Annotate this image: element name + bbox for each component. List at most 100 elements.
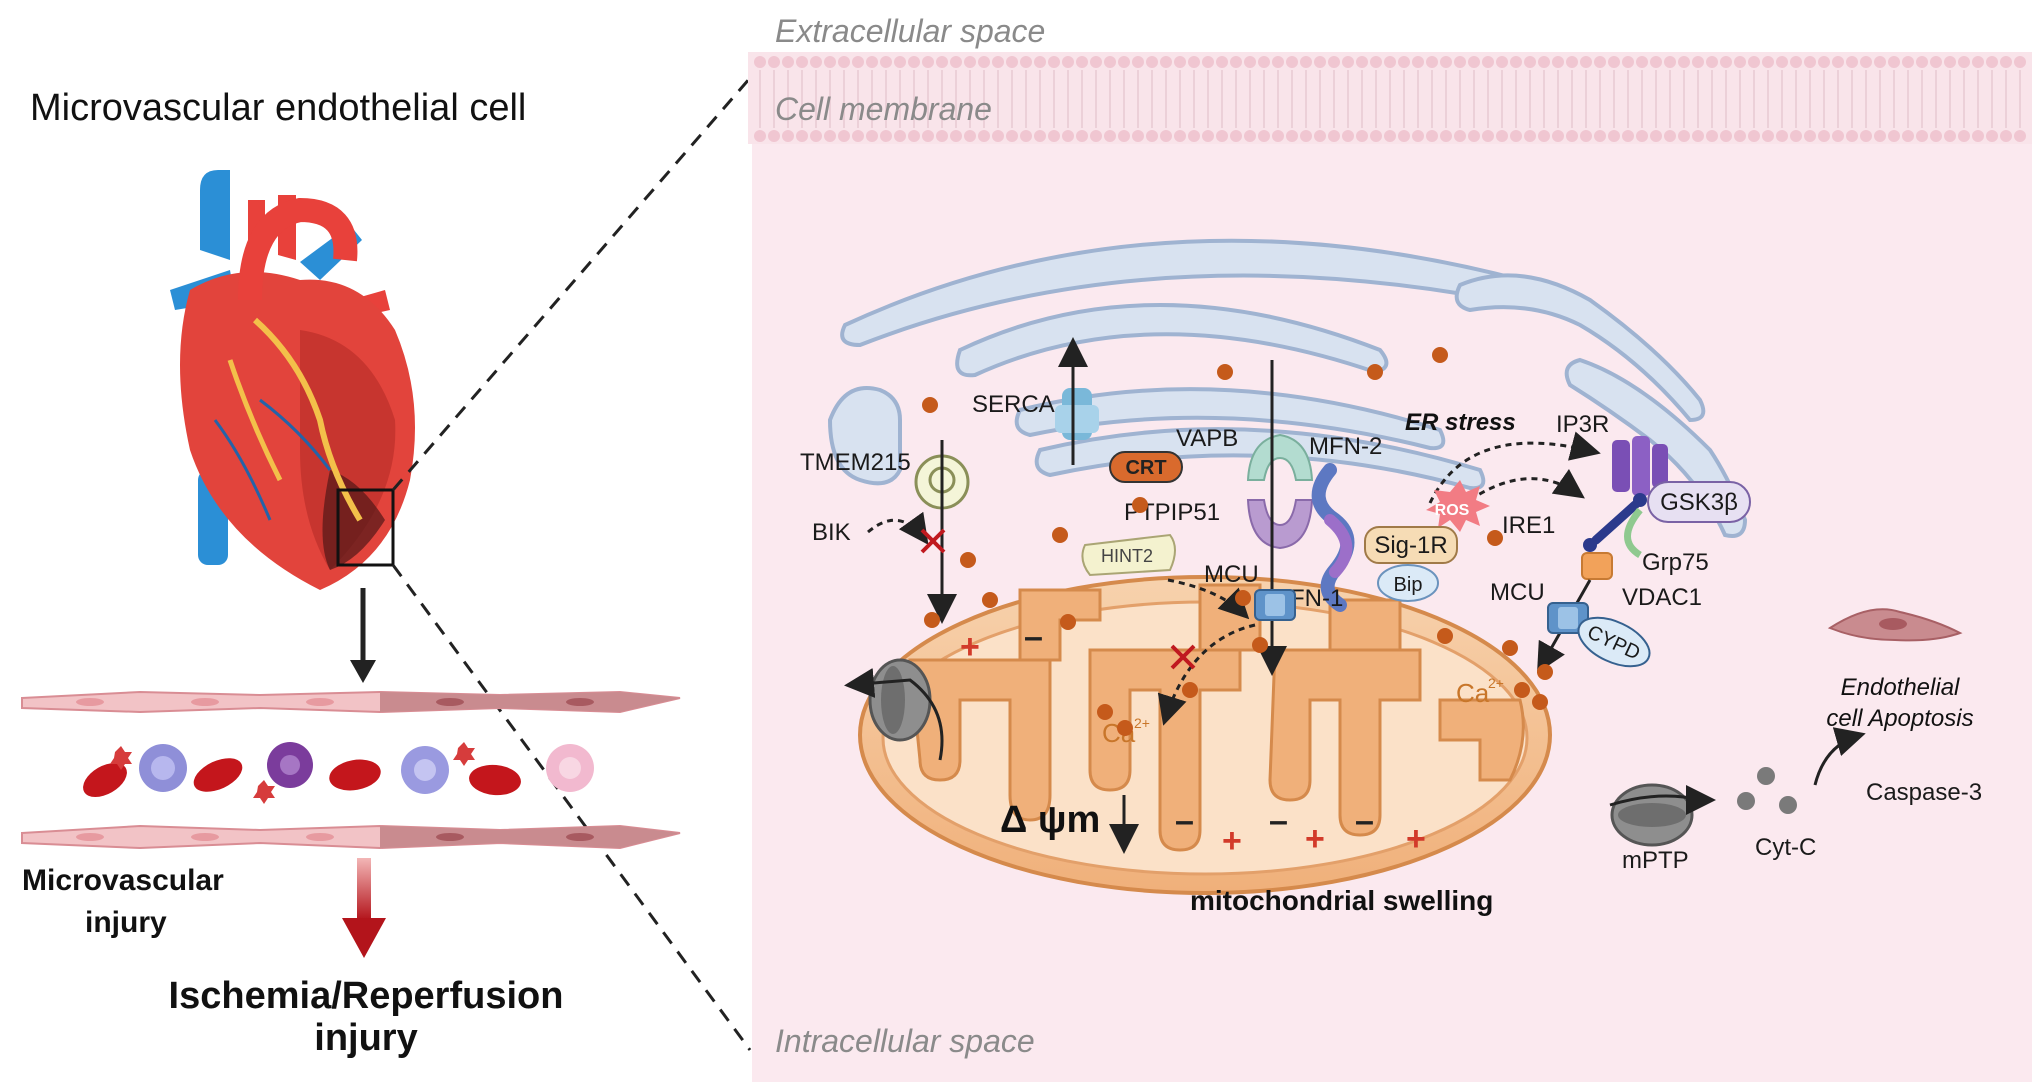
lipid-head (1174, 130, 1186, 142)
lipid-head (1006, 130, 1018, 142)
calcium-dot (1217, 364, 1233, 380)
calcium-dot (1060, 614, 1076, 630)
lipid-head (1972, 56, 1984, 68)
lipid-head (1314, 56, 1326, 68)
lipid-head (1916, 56, 1928, 68)
minus-sign: – (1355, 802, 1374, 840)
ip3r-label: IP3R (1556, 411, 1609, 438)
lipid-head (1860, 56, 1872, 68)
calcium-dot (1432, 347, 1448, 363)
lipid-head (1104, 56, 1116, 68)
lipid-head (1356, 56, 1368, 68)
cytc-molecules (1737, 767, 1797, 814)
ros-burst (1426, 480, 1490, 532)
red-arrow-shaft (357, 858, 371, 920)
lipid-head (1958, 56, 1970, 68)
lipid-head (866, 130, 878, 142)
lipid-head (1356, 130, 1368, 142)
lipid-head (908, 130, 920, 142)
bip-label: Bip (1394, 574, 1423, 596)
lipid-head (1650, 130, 1662, 142)
er-stress-label: ER stress (1405, 409, 1516, 436)
lipid-head (1370, 130, 1382, 142)
lipid-head (852, 56, 864, 68)
lipid-head (768, 56, 780, 68)
lipid-head (768, 130, 780, 142)
lipid-head (1510, 130, 1522, 142)
calcium-dot (1117, 720, 1133, 736)
lipid-head (1566, 56, 1578, 68)
lipid-head (2014, 56, 2026, 68)
lipid-head (1314, 130, 1326, 142)
lipid-head (1048, 56, 1060, 68)
lipid-head (1566, 130, 1578, 142)
minus-sign: – (1024, 618, 1043, 656)
lipid-head (1776, 130, 1788, 142)
lipid-head (1916, 130, 1928, 142)
lipid-head (1944, 56, 1956, 68)
lipid-head (1020, 130, 1032, 142)
lipid-head (1160, 56, 1172, 68)
hint2-label: HINT2 (1101, 546, 1153, 566)
lipid-head (1594, 56, 1606, 68)
lipid-head (1790, 56, 1802, 68)
lipid-head (1202, 130, 1214, 142)
ir-injury-line1: Ischemia/Reperfusion (169, 975, 564, 1017)
endothelial-cell-icon (1827, 608, 1963, 642)
lipid-head (1216, 130, 1228, 142)
lipid-head (1412, 56, 1424, 68)
lipid-head (1244, 56, 1256, 68)
lipid-head (1720, 130, 1732, 142)
lipid-head (1034, 56, 1046, 68)
zoom-line-bottom (391, 564, 752, 1051)
lipid-head (754, 130, 766, 142)
serca-pump (1055, 388, 1099, 440)
lipid-head (1804, 56, 1816, 68)
delta-psi-label: Δ ψm (1000, 799, 1100, 841)
lipid-head (1692, 130, 1704, 142)
crt-label: CRT (1125, 457, 1166, 479)
lipid-head (1580, 130, 1592, 142)
lipid-head (1594, 130, 1606, 142)
calcium-dot (1252, 637, 1268, 653)
lipid-head (1678, 56, 1690, 68)
lipid-head (1636, 56, 1648, 68)
lipid-head (1608, 130, 1620, 142)
gsk3b-badge (1647, 481, 1751, 523)
plus-sign: + (1305, 820, 1325, 858)
zoom-line-top (391, 77, 752, 491)
lipid-head (1468, 56, 1480, 68)
lipid-head (796, 56, 808, 68)
mcu-left-channel (1254, 589, 1296, 621)
lipid-head (1664, 56, 1676, 68)
mcu-right-channel (1547, 602, 1589, 634)
lipid-head (1146, 130, 1158, 142)
lipid-head (1034, 130, 1046, 142)
lipid-head (1902, 130, 1914, 142)
lipid-head (1902, 56, 1914, 68)
vessel-illustration (21, 690, 681, 850)
lipid-head (1832, 56, 1844, 68)
red-arrow-head (342, 918, 386, 958)
lipid-head (1748, 130, 1760, 142)
pore-left (844, 658, 944, 761)
lipid-head (1412, 130, 1424, 142)
lipid-head (1888, 130, 1900, 142)
bik-label: BIK (812, 519, 851, 546)
lipid-head (796, 130, 808, 142)
lipid-head (824, 56, 836, 68)
lipid-head (1230, 130, 1242, 142)
lipid-head (1930, 56, 1942, 68)
lipid-head (1286, 130, 1298, 142)
lipid-head (1818, 130, 1830, 142)
lipid-head (1300, 56, 1312, 68)
lipid-head (894, 56, 906, 68)
lipid-head (1734, 56, 1746, 68)
lipid-head (1272, 130, 1284, 142)
lipid-head (1132, 130, 1144, 142)
lipid-head (1328, 130, 1340, 142)
microvascular-injury-line2: injury (85, 906, 167, 939)
lipid-head (824, 130, 836, 142)
lipid-head (1734, 130, 1746, 142)
calcium-dot (924, 612, 940, 628)
